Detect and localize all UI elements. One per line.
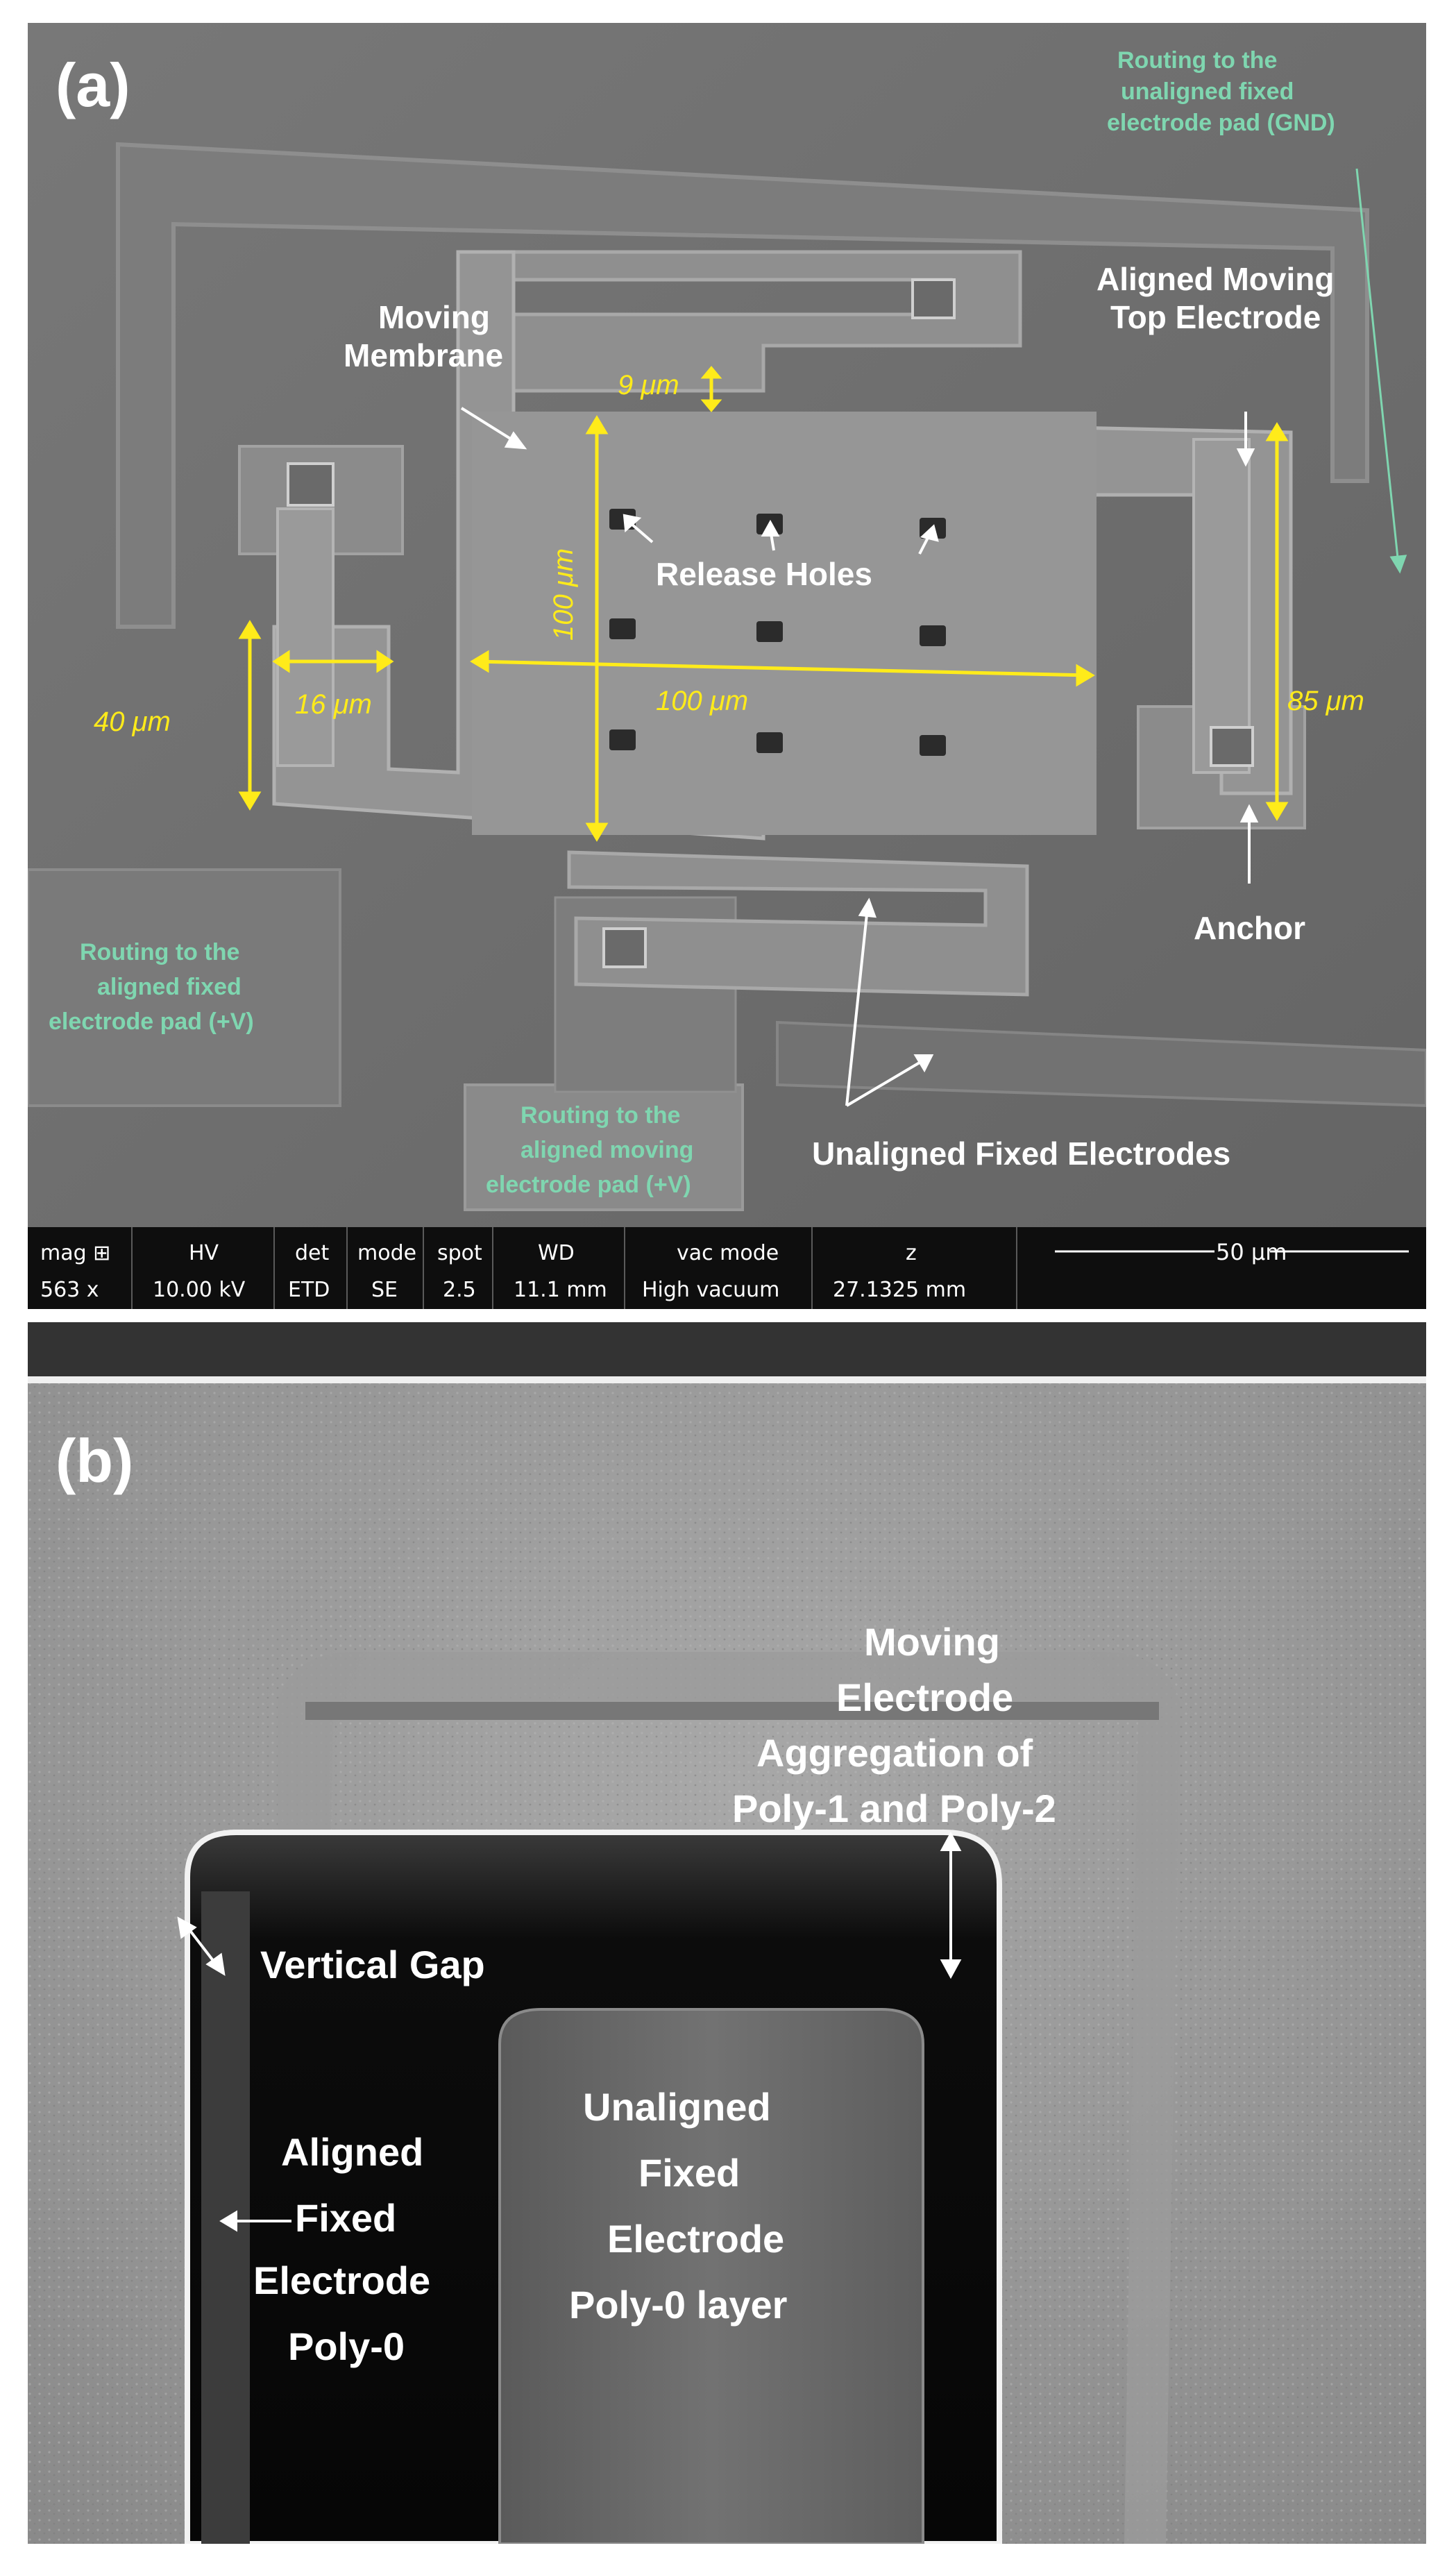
sem-header-det: det <box>295 1241 330 1265</box>
routing-aligned-moving-line3: electrode pad (+V) <box>486 1172 691 1198</box>
sem-header-mag: mag ⊞ <box>40 1241 110 1265</box>
moving-electrode-line4: Poly-1 and Poly-2 <box>732 1787 1056 1830</box>
label-aligned-fixed: Aligned Fixed Electrode Poly-0 <box>253 2130 430 2368</box>
sem-value-det: ETD <box>288 1278 330 1302</box>
moving-membrane-line2: Membrane <box>344 337 503 373</box>
panel-b-tag: (b) <box>56 1426 133 1495</box>
sem-value-wd: 11.1 mm <box>514 1278 607 1302</box>
unaligned-fixed-line3: Electrode <box>607 2217 784 2261</box>
unaligned-fixed-electrode-pillar <box>498 2008 924 2544</box>
routing-aligned-fixed-line2: aligned fixed <box>97 974 242 1000</box>
routing-unaligned-line1: Routing to the <box>1117 47 1277 74</box>
sem-header-vac-mode: vac mode <box>677 1241 779 1265</box>
sem-panel-b: (b) Moving Electrode Aggregation of Poly… <box>28 1322 1426 2544</box>
anchor-vias <box>287 278 1254 968</box>
aligned-fixed-line2: Fixed <box>295 2196 396 2240</box>
left-spring-arm <box>276 507 335 767</box>
label-moving-membrane: Moving Membrane <box>344 299 503 373</box>
panel-b-arrows <box>177 1831 962 2232</box>
sem-value-hv: 10.00 kV <box>153 1278 246 1302</box>
routing-aligned-moving-line2: aligned moving <box>520 1137 693 1163</box>
dim-spring-width: 16 μm <box>295 689 372 720</box>
membrane-body <box>472 412 1097 835</box>
sem-bar-values: 563 x 10.00 kV ETD SE 2.5 11.1 mm High v… <box>40 1278 966 1302</box>
sem-image-a: (a) Moving Membrane Aligned Moving Top E… <box>28 23 1426 1309</box>
dim-membrane-width: 100 μm <box>656 686 748 716</box>
unaligned-fixed-line4: Poly-0 layer <box>569 2283 787 2327</box>
moving-electrode-line3: Aggregation of <box>756 1731 1033 1775</box>
sem-value-vac-mode: High vacuum <box>642 1278 779 1302</box>
routing-aligned-moving-line1: Routing to the <box>520 1102 680 1129</box>
top-shadow-strip <box>28 1322 1426 1378</box>
routing-arrow <box>1355 168 1407 574</box>
label-moving-electrode: Moving Electrode Aggregation of Poly-1 a… <box>732 1620 1056 1830</box>
aligned-fixed-line3: Electrode <box>253 2259 430 2302</box>
moving-membrane-line1: Moving <box>378 299 490 335</box>
sem-panel-a: (a) Moving Membrane Aligned Moving Top E… <box>28 23 1426 1309</box>
label-routing-aligned-fixed: Routing to the aligned fixed electrode p… <box>49 939 254 1035</box>
label-routing-aligned-moving: Routing to the aligned moving electrode … <box>486 1102 693 1198</box>
dim-electrode-length: 85 μm <box>1287 686 1364 716</box>
label-anchor: Anchor <box>1194 910 1305 946</box>
bottom-routing-trace <box>776 1020 1426 1108</box>
dim-membrane-height: 100 μm <box>548 548 579 641</box>
left-pad-region <box>28 868 341 1107</box>
routing-aligned-fixed-line3: electrode pad (+V) <box>49 1008 254 1035</box>
pointer-arrows <box>460 407 1259 1107</box>
dim-spring-length: 40 μm <box>94 707 171 737</box>
sem-value-mag: 563 x <box>40 1278 99 1302</box>
unaligned-fixed-line2: Fixed <box>638 2151 740 2195</box>
label-routing-unaligned-fixed: Routing to the unaligned fixed electrode… <box>1107 47 1335 136</box>
label-unaligned-fixed: Unaligned Fixed Electrode Poly-0 layer <box>569 2085 787 2327</box>
aligned-moving-line1: Aligned Moving <box>1097 261 1334 297</box>
routing-unaligned-line2: unaligned fixed <box>1121 78 1294 105</box>
scale-bar-label: 50 μm <box>1216 1239 1287 1265</box>
moving-electrode-line1: Moving <box>864 1620 1000 1664</box>
sem-header-hv: HV <box>189 1241 219 1265</box>
label-vertical-gap: Vertical Gap <box>260 1943 485 1986</box>
routing-unaligned-line3: electrode pad (GND) <box>1107 110 1335 136</box>
bottom-spring <box>567 850 1029 997</box>
sem-info-bar <box>28 1227 1426 1309</box>
unaligned-fixed-line1: Unaligned <box>583 2085 771 2129</box>
sem-value-mode: SE <box>371 1278 398 1302</box>
sem-bar-headers: mag ⊞ HV det mode spot WD vac mode z <box>40 1241 917 1265</box>
sem-header-spot: spot <box>437 1241 482 1265</box>
aligned-moving-line2: Top Electrode <box>1110 299 1321 335</box>
dimension-lines <box>238 366 1289 842</box>
aligned-fixed-line4: Poly-0 <box>288 2324 405 2368</box>
label-release-holes: Release Holes <box>656 556 872 592</box>
label-unaligned-fixed-electrodes: Unaligned Fixed Electrodes <box>812 1136 1230 1172</box>
routing-aligned-fixed-line1: Routing to the <box>80 939 239 965</box>
sem-value-spot: 2.5 <box>443 1278 476 1302</box>
moving-electrode-line2: Electrode <box>836 1676 1013 1719</box>
scale-bar: 50 μm <box>1055 1239 1409 1265</box>
dim-gap: 9 μm <box>618 370 679 400</box>
label-aligned-moving-top-electrode: Aligned Moving Top Electrode <box>1097 261 1334 335</box>
aligned-fixed-line1: Aligned <box>281 2130 423 2174</box>
sem-header-z: z <box>906 1241 917 1265</box>
top-edge-highlight <box>28 1376 1426 1383</box>
sem-image-b: (b) Moving Electrode Aggregation of Poly… <box>28 1322 1426 2544</box>
sem-header-wd: WD <box>538 1241 575 1265</box>
outer-routing-trace <box>116 142 1369 629</box>
right-spring-arm <box>1192 438 1251 774</box>
sem-info-cells <box>131 1227 1017 1309</box>
panel-a-tag: (a) <box>56 51 130 119</box>
sem-header-mode: mode <box>357 1241 416 1265</box>
sem-value-z: 27.1325 mm <box>833 1278 966 1302</box>
